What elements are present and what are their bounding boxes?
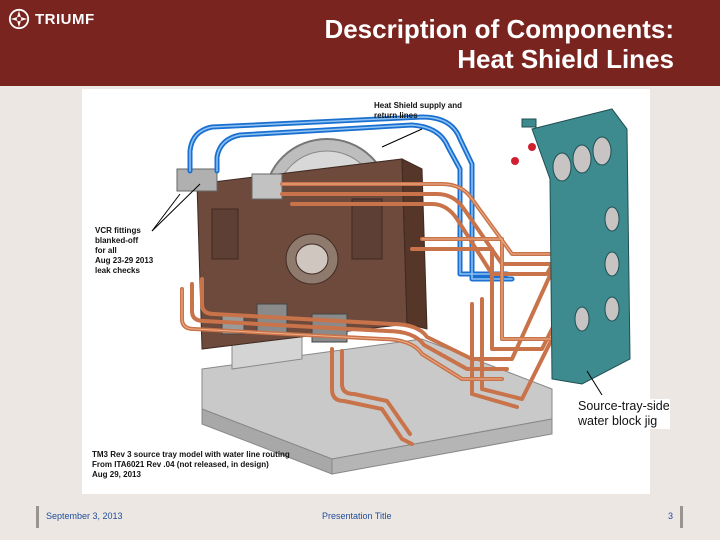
triumf-logo-icon: [8, 8, 30, 30]
jig-label-line-2: water block jig: [578, 414, 658, 428]
logo-text: TRIUMF: [35, 10, 95, 28]
vcr-label-line: blanked-off: [95, 236, 139, 245]
caption-line: TM3 Rev 3 source tray model with water l…: [92, 450, 290, 459]
vcr-label-line: Aug 23-29 2013: [95, 256, 154, 265]
footer-divider-right: [680, 506, 683, 528]
vcr-label-line: leak checks: [95, 266, 140, 275]
title-line-2: Heat Shield Lines: [457, 44, 674, 74]
footer-divider-left: [36, 506, 39, 528]
model-caption: TM3 Rev 3 source tray model with water l…: [92, 450, 290, 480]
caption-line: From ITA6021 Rev .04 (not released, in d…: [92, 460, 269, 469]
supply-label-line-2: return lines: [374, 111, 418, 120]
jig-label-line-1: Source-tray-side: [578, 399, 670, 413]
vcr-fittings-label: VCR fittings blanked-off for all Aug 23-…: [95, 226, 153, 276]
vcr-label-line: VCR fittings: [95, 226, 141, 235]
page-number: 3: [668, 511, 674, 521]
supply-return-label: Heat Shield supply and return lines: [374, 101, 462, 121]
caption-line: Aug 29, 2013: [92, 470, 141, 479]
slide-title: Description of Components: Heat Shield L…: [324, 14, 674, 74]
cad-model-figure: Heat Shield supply and return lines VCR …: [82, 89, 650, 494]
footer-date: September 3, 2013: [46, 511, 123, 521]
cad-model-illustration: [151, 108, 631, 475]
slide-footer: September 3, 2013 Presentation Title 3: [0, 502, 720, 530]
footer-presentation-title: Presentation Title: [322, 511, 392, 521]
title-line-1: Description of Components:: [324, 14, 674, 44]
vcr-label-line: for all: [95, 246, 117, 255]
water-block-jig-label: Source-tray-side water block jig: [578, 399, 670, 429]
triumf-logo: TRIUMF: [8, 8, 95, 30]
title-banner: TRIUMF Description of Components: Heat S…: [0, 0, 720, 86]
supply-label-line-1: Heat Shield supply and: [374, 101, 463, 110]
